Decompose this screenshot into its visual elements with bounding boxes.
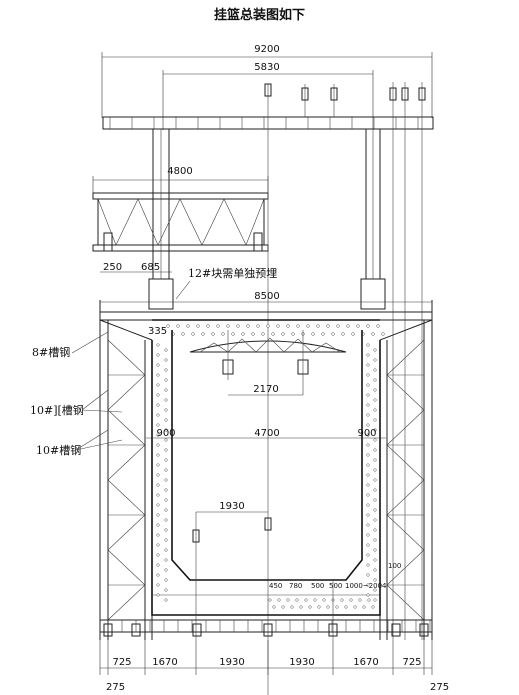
top-dimensions: 9200 5830 xyxy=(101,44,433,130)
left-main-column xyxy=(148,128,174,310)
label-8-channel: 8#槽钢 xyxy=(32,346,70,359)
top-hanger-rods xyxy=(264,82,426,695)
dim-335: 335 xyxy=(148,326,167,337)
box-girder-section xyxy=(151,319,381,616)
dim-780: 780 xyxy=(289,582,302,590)
middle-dimensions: 900 4700 900 xyxy=(146,428,386,439)
dim-4700: 4700 xyxy=(254,428,279,439)
dim-bottom-1930-right: 1930 xyxy=(289,657,314,668)
bottom-segment-dimensions: 450 780 500 500 1000~2004 100 xyxy=(269,562,401,590)
dim-top-inner: 5830 xyxy=(254,62,279,73)
dim-truss-width: 4800 xyxy=(167,166,192,177)
dim-900-right: 900 xyxy=(357,428,376,439)
block-note-label: 12#块需单独预埋 xyxy=(188,267,277,280)
dim-bottom-1930-left: 1930 xyxy=(219,657,244,668)
dim-685: 685 xyxy=(141,262,160,273)
dim-250: 250 xyxy=(103,262,122,273)
dim-inner-top: 2170 xyxy=(253,384,278,395)
right-main-column xyxy=(360,128,386,310)
dim-top-overall: 9200 xyxy=(254,44,279,55)
bottom-dimensions: 725 1670 1930 1930 1670 725 275 275 xyxy=(99,640,449,693)
left-small-dimensions: 250 685 12#块需单独预埋 xyxy=(100,262,277,300)
upper-truss: 4800 xyxy=(92,166,269,252)
dim-450: 450 xyxy=(269,582,282,590)
channel-labels: 8#槽钢 10#][槽钢 10#槽钢 xyxy=(30,331,123,457)
dim-front-width: 8500 xyxy=(254,291,279,302)
dim-500a: 500 xyxy=(311,582,324,590)
dim-bottom-1670-left: 1670 xyxy=(152,657,177,668)
dim-bottom-275-left: 275 xyxy=(106,682,125,693)
inner-bottom-hangers: 1930 xyxy=(192,501,334,640)
dim-100: 100 xyxy=(388,562,401,570)
dim-900-left: 900 xyxy=(156,428,175,439)
bottom-platform xyxy=(99,619,433,637)
dim-range: 1000~2004 xyxy=(345,582,387,590)
label-10-double-channel: 10#][槽钢 xyxy=(30,404,84,417)
dim-bottom-725-left: 725 xyxy=(112,657,131,668)
label-10-channel: 10#槽钢 xyxy=(36,444,81,457)
dim-inner-bottom: 1930 xyxy=(219,501,244,512)
page-title: 挂篮总装图如下 xyxy=(213,8,305,23)
dim-bottom-725-right: 725 xyxy=(402,657,421,668)
dim-500b: 500 xyxy=(329,582,342,590)
dim-bottom-275-right: 275 xyxy=(430,682,449,693)
front-beam: 8500 335 xyxy=(99,291,433,337)
inner-arch-truss: 2170 xyxy=(189,330,347,396)
dim-bottom-1670-right: 1670 xyxy=(353,657,378,668)
